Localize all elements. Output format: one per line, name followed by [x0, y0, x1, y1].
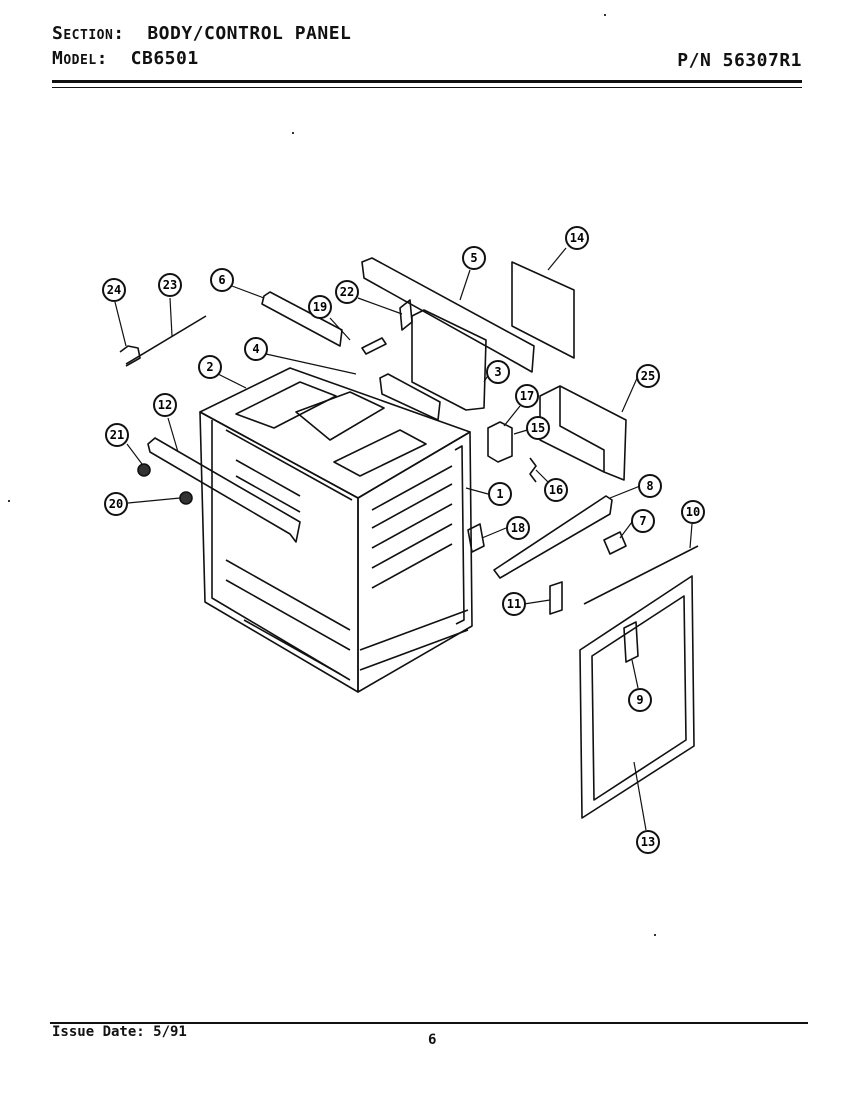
part-7	[603, 531, 627, 555]
callout-14: 14	[565, 226, 589, 250]
callout-17: 17	[515, 384, 539, 408]
callout-12: 12	[153, 393, 177, 417]
svg-text:18: 18	[511, 521, 525, 535]
svg-text:14: 14	[570, 231, 584, 245]
svg-text:1: 1	[496, 487, 503, 501]
svg-text:6: 6	[218, 273, 225, 287]
callout-11: 11	[502, 592, 526, 616]
svg-text:24: 24	[107, 283, 121, 297]
rod-23	[125, 315, 207, 365]
part-19	[361, 337, 387, 355]
issue-date: Issue Date: 5/91	[52, 1024, 187, 1040]
callout-18: 18	[506, 516, 530, 540]
scan-speck	[654, 934, 656, 936]
svg-text:9: 9	[636, 693, 643, 707]
header-rule-thin	[52, 87, 802, 88]
svg-text:13: 13	[641, 835, 655, 849]
svg-text:20: 20	[109, 497, 123, 511]
scan-speck	[8, 500, 10, 502]
part-17	[487, 421, 513, 463]
callout-10: 10	[681, 500, 705, 524]
callout-1: 1	[488, 482, 512, 506]
part-number: P/N 56307R1	[677, 50, 802, 71]
callout-4: 4	[244, 337, 268, 361]
svg-text:17: 17	[520, 389, 534, 403]
door-13	[579, 575, 695, 819]
panel-6	[261, 291, 343, 347]
control-panel-3	[411, 309, 487, 411]
callout-19: 19	[308, 295, 332, 319]
callout-15: 15	[526, 416, 550, 440]
svg-text:12: 12	[158, 398, 172, 412]
callout-6: 6	[210, 268, 234, 292]
svg-text:22: 22	[340, 285, 354, 299]
svg-text:21: 21	[110, 428, 124, 442]
header-rule-thick	[52, 80, 802, 83]
svg-text:15: 15	[531, 421, 545, 435]
section-value: BODY/CONTROL PANEL	[147, 23, 352, 44]
callout-23: 23	[158, 273, 182, 297]
model-label: Model:	[52, 48, 108, 69]
callout-16: 16	[544, 478, 568, 502]
callout-13: 13	[636, 830, 660, 854]
svg-text:10: 10	[686, 505, 700, 519]
callout-8: 8	[638, 474, 662, 498]
svg-text:11: 11	[507, 597, 521, 611]
svg-text:23: 23	[163, 278, 177, 292]
part-9	[623, 621, 639, 663]
knob-20	[179, 491, 193, 505]
callout-22: 22	[335, 280, 359, 304]
strip-10	[583, 545, 699, 605]
rail-8	[493, 495, 613, 579]
part-18	[467, 523, 485, 553]
svg-text:7: 7	[639, 514, 646, 528]
page-number: 6	[428, 1032, 437, 1048]
callout-21: 21	[105, 423, 129, 447]
callout-25: 25	[636, 364, 660, 388]
footer-rule	[50, 1022, 808, 1024]
callout-20: 20	[104, 492, 128, 516]
front-bracket	[147, 437, 301, 543]
part-4	[379, 373, 441, 421]
svg-text:3: 3	[494, 365, 501, 379]
svg-text:19: 19	[313, 300, 327, 314]
section-label: Section:	[52, 23, 125, 44]
svg-text:2: 2	[206, 360, 213, 374]
svg-text:8: 8	[646, 479, 653, 493]
scan-speck	[292, 132, 294, 134]
callout-24: 24	[102, 278, 126, 302]
callout-2: 2	[198, 355, 222, 379]
model-line: Model: CB6501	[52, 48, 199, 69]
callout-7: 7	[631, 509, 655, 533]
part-11	[549, 581, 563, 615]
part-24	[119, 345, 141, 367]
svg-text:4: 4	[252, 342, 259, 356]
callout-9: 9	[628, 688, 652, 712]
trim-5	[361, 257, 535, 373]
part-16	[529, 457, 537, 483]
knob-21	[137, 463, 151, 477]
svg-text:25: 25	[641, 369, 655, 383]
callout-5: 5	[462, 246, 486, 270]
box-25	[539, 385, 627, 481]
svg-text:5: 5	[470, 251, 477, 265]
svg-text:16: 16	[549, 483, 563, 497]
section-line: Section: BODY/CONTROL PANEL	[52, 23, 351, 44]
scan-speck	[604, 14, 606, 16]
bracket-22	[399, 299, 413, 331]
callout-3: 3	[486, 360, 510, 384]
model-value: CB6501	[130, 48, 199, 69]
back-panel-14	[511, 261, 575, 359]
oven-body	[199, 367, 473, 693]
